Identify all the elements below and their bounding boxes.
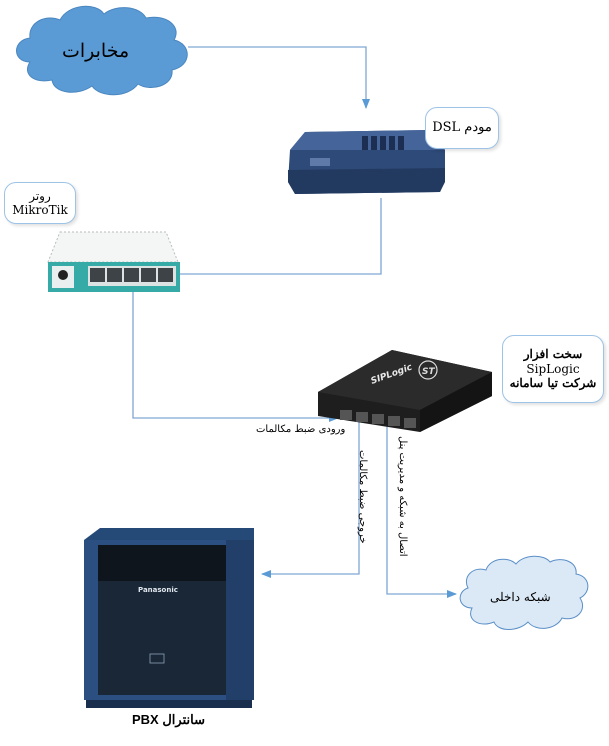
wire-telecom-modem [188,46,370,109]
wire-router-siplogic [132,287,339,422]
lan-cloud [459,555,589,630]
siplogic-label-line2: SipLogic [526,361,580,376]
wire-siplogic-lan [386,420,457,598]
pbx-device: Panasonic [84,528,254,708]
siplogic-device: SIPLogic ST [318,350,492,432]
pbx-brand-text: Panasonic [138,586,178,594]
dsl-modem-label: مودم DSL [425,107,499,149]
pbx-label: سانترال PBX [132,712,205,727]
wire-siplogic-pbx [261,420,360,578]
dsl-modem-device [288,130,445,194]
router-label: روتر MikroTik [4,182,76,224]
telecom-cloud [16,5,188,96]
dsl-modem-label-text: مودم DSL [432,120,492,136]
mikrotik-router-device [47,231,180,292]
siplogic-label: سخت افزار SipLogic شرکت تیا سامانه [502,335,604,403]
network-panel-label: اتصال به شبکه و مدیریت پنل [397,436,408,557]
telecom-label: مخابرات [62,40,130,62]
recording-input-label: ورودی ضبط مکالمات [256,424,346,435]
siplogic-label-line3: شرکت تیا سامانه [509,376,597,391]
wire-modem-router [159,198,382,278]
router-label-line2: MikroTik [12,203,68,217]
lan-label: شبکه داخلی [490,590,551,604]
siplogic-label-line1: سخت افزار [523,347,583,362]
siplogic-logo-icon: ST [422,367,435,377]
router-label-line1: روتر [29,188,51,203]
recording-output-label: خروجی ضبط مکالمات [357,450,368,544]
